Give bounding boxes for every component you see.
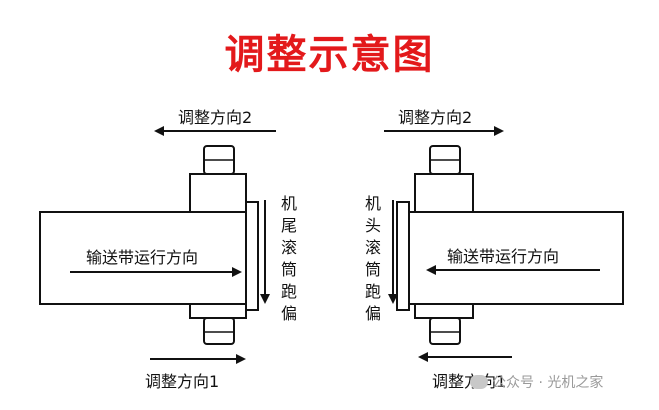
right-belt [408,211,624,305]
right-end-pulley [396,201,410,311]
left-adjust-1-label: 调整方向1 [145,372,220,391]
right-belt-direction-label: 输送带运行方向 [447,247,560,266]
right-side-label: 机头滚筒跑偏 [364,194,381,323]
right-bottom-knob [429,317,461,345]
right-assembly [384,126,624,362]
watermark-text: 公众号 · 光机之家 [492,375,604,391]
left-end-pulley [245,201,259,311]
right-top-block [414,173,474,213]
left-bottom-block [189,303,247,319]
left-belt-direction-label: 输送带运行方向 [86,248,199,267]
right-adjust-1-label: 调整方向1 [432,368,506,392]
diagram-title: 调整示意图 [224,32,435,78]
left-belt [39,211,247,305]
left-bottom-knob [203,317,235,345]
right-bottom-block [414,303,474,319]
left-side-label: 机尾滚筒跑偏 [280,194,297,323]
watermark: 公众号 · 光机之家 [470,372,603,392]
left-top-block [189,173,247,213]
left-assembly [39,126,276,364]
left-adjust-2-label: 调整方向2 [178,108,253,127]
right-adjust-2-label: 调整方向2 [398,108,473,127]
wechat-icon [470,375,488,389]
